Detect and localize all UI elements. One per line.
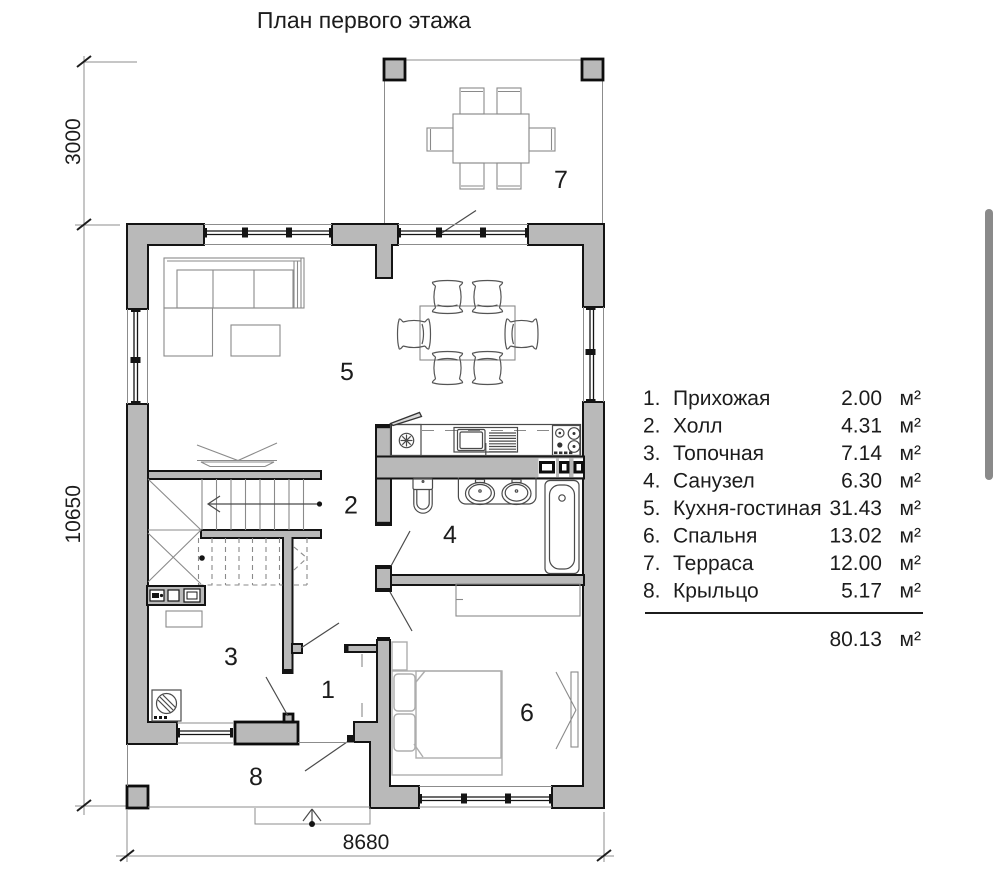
svg-text:Кухня-гостиная: Кухня-гостиная [673,497,822,520]
svg-text:Терраса: Терраса [673,552,754,575]
svg-text:10650: 10650 [62,485,85,543]
svg-text:3000: 3000 [62,118,85,165]
svg-text:5.: 5. [643,497,661,520]
svg-text:Холл: Холл [673,415,723,438]
svg-text:Крыльцо: Крыльцо [673,580,759,603]
svg-text:Топочная: Топочная [673,442,764,465]
svg-text:12.00: 12.00 [829,552,882,575]
svg-text:Спальня: Спальня [673,525,757,548]
svg-text:м²: м² [900,470,921,493]
svg-text:м²: м² [900,628,921,651]
svg-text:2.: 2. [643,415,661,438]
svg-text:6: 6 [520,699,534,727]
svg-text:4.: 4. [643,470,661,493]
svg-text:7.: 7. [643,552,661,575]
svg-text:м²: м² [900,415,921,438]
svg-text:6.30: 6.30 [841,470,882,493]
svg-text:Санузел: Санузел [673,470,755,493]
svg-text:План первого этажа: План первого этажа [257,7,471,33]
svg-text:4: 4 [443,521,457,549]
svg-text:м²: м² [900,497,921,520]
svg-text:80.13: 80.13 [829,628,882,651]
svg-text:м²: м² [900,387,921,410]
svg-text:2.00: 2.00 [841,387,882,410]
svg-text:31.43: 31.43 [829,497,882,520]
svg-text:2: 2 [344,492,358,520]
svg-text:8680: 8680 [343,831,390,854]
svg-text:м²: м² [900,580,921,603]
svg-text:6.: 6. [643,525,661,548]
svg-text:м²: м² [900,442,921,465]
svg-text:7: 7 [554,166,568,194]
svg-text:3: 3 [224,643,238,671]
svg-text:7.14: 7.14 [841,442,882,465]
svg-text:8: 8 [249,763,263,791]
svg-text:м²: м² [900,552,921,575]
svg-text:13.02: 13.02 [829,525,882,548]
svg-text:4.31: 4.31 [841,415,882,438]
svg-text:3.: 3. [643,442,661,465]
svg-text:м²: м² [900,525,921,548]
svg-text:5: 5 [340,358,354,386]
svg-text:8.: 8. [643,580,661,603]
svg-text:1.: 1. [643,387,661,410]
svg-text:1: 1 [321,676,335,704]
svg-text:Прихожая: Прихожая [673,387,770,410]
svg-text:5.17: 5.17 [841,580,882,603]
